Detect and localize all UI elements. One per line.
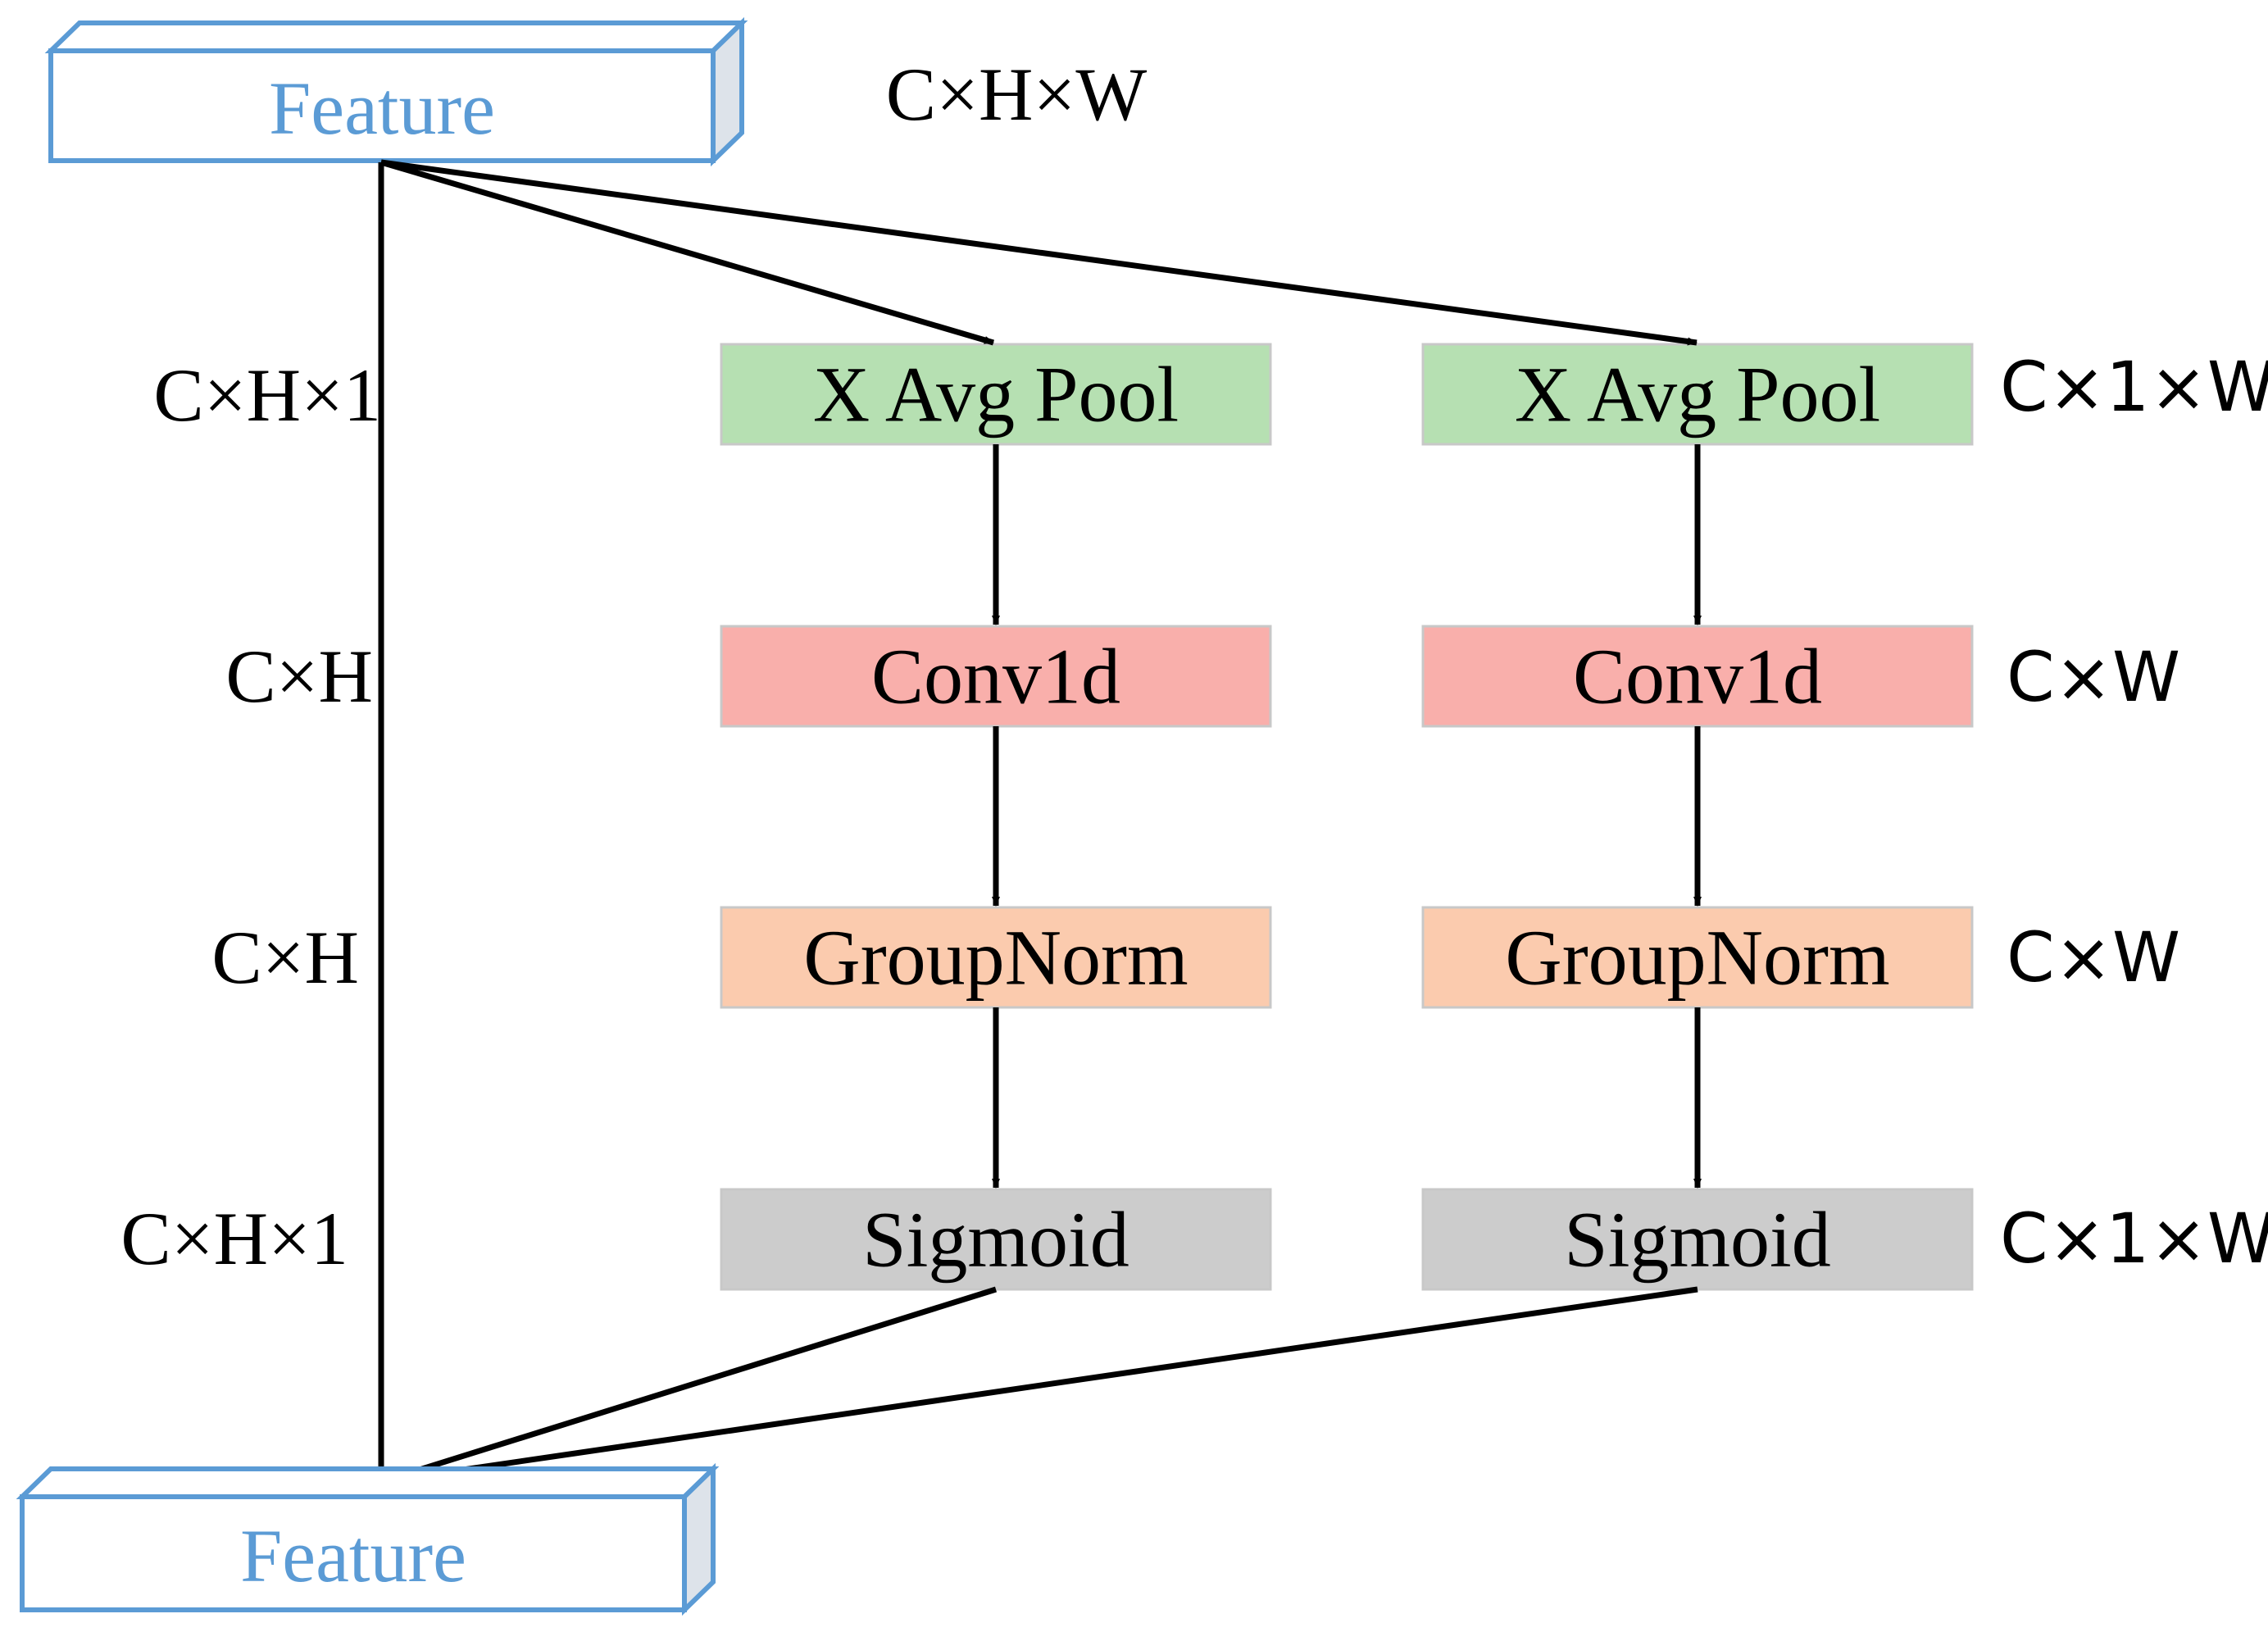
branch-2-groupnorm-box [1421,906,1974,1009]
feature-output-side-face [682,1462,716,1616]
branch-1-groupnorm-box [720,906,1272,1009]
branch-1-x-avg-pool-box [720,343,1272,446]
feature-input-side-face [711,16,744,167]
feature-output-label: Feature [240,1514,466,1598]
branch-1-conv1d-box [720,625,1272,728]
branch-2-sigmoid-box [1421,1188,1974,1291]
arrow-branch-2-to-output [389,1286,1698,1484]
branch-2-groupnorm-label: GroupNorm [1505,914,1889,1002]
feature-input-front-face [48,48,716,163]
left-dim-label-3: C×H [211,916,359,999]
branch-2-x-avg-pool-label: X Avg Pool [1515,351,1880,439]
arrow-feature-to-branch-1 [380,159,994,346]
left-dim-label-1: C×H×1 [153,353,381,437]
arrow-feature-to-branch-2 [380,159,1698,346]
feature-output-top-face [16,1466,720,1499]
branch-1-sigmoid-label: Sigmoid [862,1196,1129,1284]
branch-1-groupnorm-label: GroupNorm [803,914,1188,1002]
feature-input-block: Feature [44,16,748,167]
feature-input-top-face [44,20,748,53]
input-dims-label: C×H×W [886,52,1148,136]
left-dim-label-4: C×H×1 [120,1197,348,1280]
feature-output-block: Feature [16,1462,720,1616]
feature-output-front-face [20,1494,687,1612]
branch-2-conv1d-box [1421,625,1974,728]
branch-1-x-avg-pool-label: X Avg Pool [813,351,1179,439]
right-dim-label-4: C×1×W [2000,1198,2268,1279]
branch-1-conv1d-label: Conv1d [871,633,1120,721]
branch-1: X Avg Pool Conv1d GroupNorm Sigmoid [720,343,1272,1291]
branch-2: X Avg Pool Conv1d GroupNorm Sigmoid [1421,343,1974,1291]
left-dim-label-2: C×H [225,634,373,718]
arrows [377,159,1702,1484]
right-dim-label-1: C×1×W [2000,347,2268,427]
feature-input-label: Feature [269,66,495,150]
branch-2-sigmoid-label: Sigmoid [1564,1196,1830,1284]
right-dim-label-2: C×W [2007,637,2180,717]
right-dim-label-3: C×W [2007,917,2180,998]
branch-2-conv1d-label: Conv1d [1573,633,1822,721]
arrow-branch-1-to-output [384,1286,998,1484]
